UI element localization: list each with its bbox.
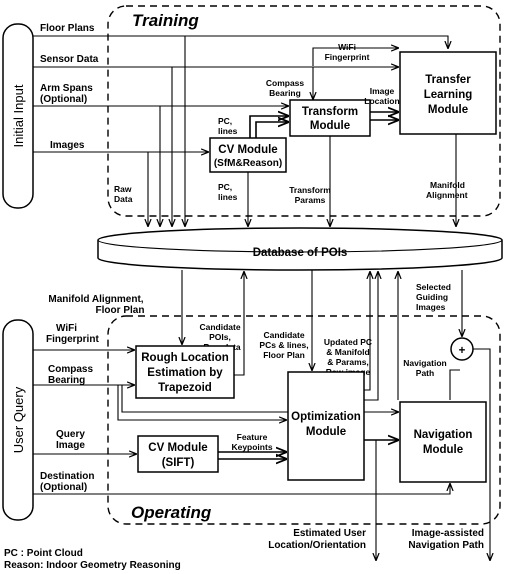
cv-to-transform-arrow [249, 116, 288, 138]
transform-params-label: Transform [289, 185, 331, 195]
training-title: Training [132, 11, 199, 30]
pc-lines-b-label-2: lines [218, 192, 238, 202]
compass-label: Compass [48, 364, 93, 375]
rough-to-db-arrow [234, 272, 244, 376]
cv-module-op [137, 435, 219, 473]
rough-label-3: Trapezoid [158, 382, 212, 394]
floor-plans-label: Floor Plans [40, 23, 95, 34]
operating-title: Operating [131, 503, 212, 522]
transform-module-label-2: Module [310, 120, 350, 132]
initial-input-bar [2, 23, 34, 209]
compass-opt-arrow [117, 385, 286, 420]
database-top-edge [97, 239, 503, 253]
wifi-train-arrow [312, 48, 398, 66]
arm-spans-optional-label: (Optional) [40, 94, 87, 105]
image-nav-path-arrow [473, 348, 490, 560]
transform-params-label-2: Params [295, 195, 326, 205]
user-query-label: User Query [11, 386, 26, 453]
nav-label-2: Module [423, 444, 463, 456]
feature-label-2: Keypoints [231, 442, 272, 452]
cv-train-label: CV Module [218, 144, 277, 156]
cand-pcs-label: Candidate [263, 330, 304, 340]
user-query-bar [2, 319, 34, 521]
cand-pois-label: Candidate [199, 322, 240, 332]
manifold-fp-label: Manifold Alignment, [48, 294, 143, 305]
est-user-label: Estimated User [293, 528, 366, 539]
transform-module [289, 99, 371, 137]
wifi-fp-label: WiFi [56, 323, 77, 334]
image-location-label: Image [370, 86, 395, 96]
wifi-train-label: WiFi [338, 42, 356, 52]
img-nav-label-2: Navigation Path [408, 540, 484, 551]
img-nav-label: Image-assisted [412, 528, 484, 539]
nav-label: Navigation [414, 429, 473, 441]
cv-train-label-2: (SfM&Reason) [214, 158, 282, 169]
nav-to-plus-line [449, 369, 460, 400]
pc-lines-a-label: PC, [218, 116, 232, 126]
updated-label-3: & Params, [327, 357, 369, 367]
nav-path-label-2: Path [416, 368, 434, 378]
manifold-align-label: Manifold [430, 180, 465, 190]
sensor-data-label: Sensor Data [40, 54, 99, 65]
query-image-label: Query [56, 429, 85, 440]
selected-label-2: Guiding [416, 292, 448, 302]
compass-label-2: Bearing [48, 375, 85, 386]
opt-to-db-arrow-2 [364, 272, 378, 401]
floor-plans-arrow [33, 35, 448, 48]
updated-label: Updated PC [324, 337, 372, 347]
training-frame [107, 5, 501, 217]
manifold-fp-label-2: Floor Plan [96, 305, 145, 316]
est-user-label-2: Location/Orientation [268, 540, 366, 551]
rough-location-module [135, 345, 235, 399]
manifold-align-label-2: Alignment [426, 190, 468, 200]
cv-to-transform-arrow-2 [255, 122, 288, 138]
compass-train-label-2: Bearing [269, 88, 301, 98]
combine-plus-sign: + [459, 345, 466, 357]
legend-reason: Reason: Indoor Geometry Reasoning [4, 560, 181, 571]
wifi-train-label-2: Fingerprint [325, 52, 370, 62]
wifi-fp-label-2: Fingerprint [46, 334, 99, 345]
query-image-label-2: Image [56, 440, 85, 451]
database-pois [97, 227, 503, 271]
opt-to-db-arrow [364, 272, 370, 391]
optimization-module [287, 371, 365, 481]
transfer-label-3: Module [428, 104, 468, 116]
initial-input-label: Initial Input [11, 84, 26, 147]
destination-arrow [33, 484, 450, 495]
rough-label: Rough Location [141, 352, 229, 364]
legend-pc: PC : Point Cloud [4, 548, 83, 559]
feature-label: Feature [237, 432, 268, 442]
selected-label: Selected [416, 282, 451, 292]
selected-label-3: Images [416, 302, 446, 312]
raw-data-label-2: Data [114, 194, 133, 204]
opt-label-2: Module [306, 426, 346, 438]
destination-label-2: (Optional) [40, 482, 87, 493]
images-label: Images [50, 140, 85, 151]
cv-module-train [209, 137, 287, 173]
operating-frame [107, 315, 501, 525]
cand-pcs-label-3: Floor Plan [263, 350, 305, 360]
compass-train-label: Compass [266, 78, 305, 88]
raw-data-label: Raw [114, 184, 132, 194]
cv-op-label: CV Module [148, 442, 207, 454]
destination-label: Destination [40, 471, 94, 482]
arm-spans-label: Arm Spans [40, 83, 93, 94]
updated-label-2: & Manifold [326, 347, 369, 357]
cv-op-label-2: (SIFT) [162, 457, 195, 469]
pc-lines-a-label-2: lines [218, 126, 238, 136]
transfer-learning-module [399, 51, 497, 135]
pc-lines-b-label: PC, [218, 182, 232, 192]
transfer-label-2: Learning [424, 89, 473, 101]
navigation-module [399, 401, 487, 483]
opt-label: Optimization [291, 411, 361, 423]
transfer-label-1: Transfer [425, 74, 471, 86]
image-location-label-2: Location [364, 96, 399, 106]
cand-pcs-label-2: PCs & lines, [259, 340, 308, 350]
database-label: Database of POIs [253, 247, 348, 259]
cand-pois-label-2: POIs, [209, 332, 231, 342]
rough-label-2: Estimation by [147, 367, 223, 379]
transform-module-label: Transform [302, 106, 358, 118]
nav-path-label: Navigation [403, 358, 446, 368]
